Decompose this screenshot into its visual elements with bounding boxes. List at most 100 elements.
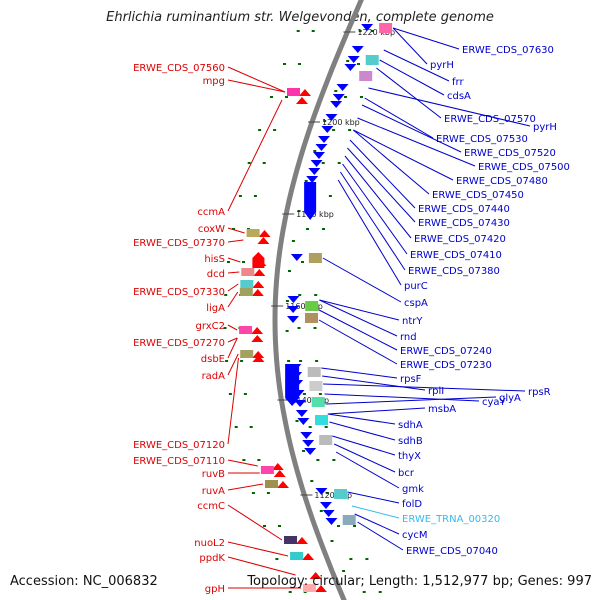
reverse-gene-arrow [336,84,349,91]
forward-gene-arrow [251,327,264,334]
left-gene-label-group: mpg [203,76,286,93]
left-label-leader [227,79,286,93]
right-label-leader [319,299,398,337]
right-label-leader [347,147,416,223]
right-label-leader [392,27,460,50]
tick-mark [378,591,382,593]
right-gene-label-group: rpsF [321,367,422,385]
tick-mark [346,60,350,62]
left-gene-label-group: coxW [198,224,245,235]
forward-gene-arrow [253,269,266,276]
tick-mark [370,30,374,32]
left-gene-label-group: ERWE_CDS_07560 [133,63,286,93]
tick-mark [299,360,303,362]
right-gene-label: ERWE_CDS_07480 [456,176,548,187]
forward-gene-box [239,288,253,296]
right-gene-label-group: bcr [333,443,415,479]
right-gene-label: ERWE_CDS_07430 [418,218,510,229]
left-gene-label: hisS [204,254,225,265]
left-gene-label: coxW [198,224,225,235]
right-gene-label: pyrH [430,60,454,71]
genome-title: Ehrlichia ruminantium str. Welgevonden, … [106,10,494,25]
left-label-leader [227,357,239,445]
forward-gene-box [240,280,254,288]
reverse-gene-arrow [312,152,325,159]
right-gene-label-group: ERWE_CDS_07230 [318,319,492,371]
right-gene-label-group: purC [337,179,428,292]
tick-mark [243,393,247,395]
reverse-gene-arrow [287,296,300,303]
reverse-gene-arrow [344,64,357,71]
genome-stats-label: Topology: circular; Length: 1,512,977 bp… [247,574,592,589]
tick-mark [365,558,369,560]
reverse-gene-box [307,367,321,377]
right-label-leader [322,375,426,391]
right-gene-label: ERWE_CDS_07530 [436,134,528,145]
reverse-gene-arrow [302,440,315,447]
right-gene-label-group: rnd [319,299,417,343]
tick-mark [249,426,253,428]
tick-mark [337,162,341,164]
tick-mark [319,510,323,512]
tick-mark [251,492,255,494]
tick-mark [316,459,320,461]
tick-mark [240,360,244,362]
tick-mark [225,360,229,362]
left-gene-label: grxC2 [196,321,225,332]
reverse-gene-box [334,489,348,499]
tick-mark [353,525,356,527]
left-label-leader [227,353,239,376]
right-label-leader [327,413,396,425]
right-gene-label-group: ERWE_CDS_07530 [364,97,528,145]
right-gene-label: purC [404,281,428,292]
left-label-leader [227,283,239,292]
reverse-gene-arrow [325,114,338,121]
right-label-leader [349,139,416,209]
right-gene-label-group: ERWE_CDS_07240 [318,309,492,357]
tick-mark [302,393,306,395]
right-label-leader [361,104,462,153]
left-label-leader [227,483,264,491]
right-gene-label: cdsA [447,91,471,102]
left-gene-label: ruvA [202,486,225,497]
tick-mark [242,459,246,461]
tick-mark [310,480,314,482]
left-label-leader [227,227,245,234]
tick-mark [328,195,332,197]
tick-mark [315,360,319,362]
reverse-gene-block [304,182,317,220]
right-label-leader [364,97,434,139]
tick-mark [313,327,317,329]
left-label-leader [227,556,296,576]
right-label-leader [354,513,400,535]
tick-mark [348,129,352,131]
forward-gene-arrow [257,237,270,244]
accession-label: Accession: NC_006832 [10,574,158,589]
left-gene-label-group: ccmA [197,99,283,218]
forward-gene-box [246,229,260,237]
reverse-gene-arrow [322,510,335,517]
forward-gene-arrow [314,585,327,592]
genome-backbone [272,0,364,600]
right-gene-label: cspA [404,298,428,309]
tick-mark [247,162,251,164]
right-label-leader [379,59,445,96]
left-label-leader [227,257,241,263]
reverse-gene-arrow [310,160,323,167]
forward-gene-arrow [309,572,322,579]
left-gene-label-group: ERWE_CDS_07110 [133,456,258,467]
right-gene-label: ERWE_CDS_07240 [400,346,492,357]
right-gene-label: pyrH [533,122,557,133]
forward-gene-arrow [299,89,312,96]
forward-gene-box [240,350,254,358]
right-gene-label-group: ERWE_CDS_07380 [339,171,500,277]
right-label-leader [322,257,402,303]
reverse-gene-arrow [297,418,310,425]
reverse-gene-arrow [300,432,313,439]
right-label-leader [333,443,396,473]
right-gene-label: ERWE_TRNA_00320 [402,514,500,525]
forward-gene-block [252,252,265,268]
reverse-gene-arrow [308,168,321,175]
